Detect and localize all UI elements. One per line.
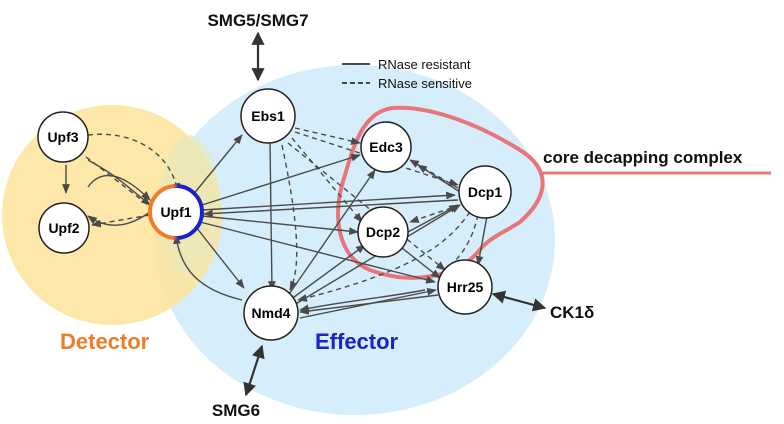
node-ebs1: Ebs1 [240, 88, 296, 144]
ck1d-label: CK1δ [550, 303, 594, 322]
node-edc3-label: Edc3 [369, 139, 403, 155]
smg6-label: SMG6 [212, 401, 260, 420]
detector-label: Detector [60, 329, 150, 354]
node-upf2: Upf2 [38, 202, 90, 254]
node-dcp1: Dcp1 [458, 165, 512, 219]
effector-label: Effector [315, 329, 399, 354]
external-arrows [243, 31, 547, 397]
smg5-smg7-label: SMG5/SMG7 [207, 11, 308, 30]
legend-resistant-label: RNase resistant [378, 57, 471, 72]
node-dcp1-label: Dcp1 [468, 184, 502, 200]
node-upf3-label: Upf3 [47, 129, 78, 145]
node-upf2-label: Upf2 [48, 220, 79, 236]
node-dcp2-label: Dcp2 [366, 224, 400, 240]
node-dcp2: Dcp2 [357, 206, 409, 258]
node-upf3: Upf3 [37, 111, 89, 163]
node-ebs1-label: Ebs1 [251, 108, 285, 124]
node-upf1: Upf1 [148, 184, 204, 240]
node-hrr25-label: Hrr25 [447, 279, 484, 295]
node-edc3: Edc3 [360, 121, 412, 173]
edges-solid [62, 134, 488, 319]
legend-sensitive-label: RNase sensitive [378, 76, 472, 91]
core-decapping-complex-label: core decapping complex [543, 148, 743, 167]
core-decapping-complex-outline [336, 105, 545, 280]
node-hrr25: Hrr25 [437, 259, 493, 315]
legend: RNase resistant RNase sensitive [342, 57, 472, 91]
node-nmd4-label: Nmd4 [252, 305, 291, 321]
node-upf1-label: Upf1 [160, 204, 191, 220]
edges-dashed [85, 127, 479, 302]
complex-legend: core decapping complex [543, 148, 771, 175]
node-nmd4: Nmd4 [243, 285, 299, 341]
